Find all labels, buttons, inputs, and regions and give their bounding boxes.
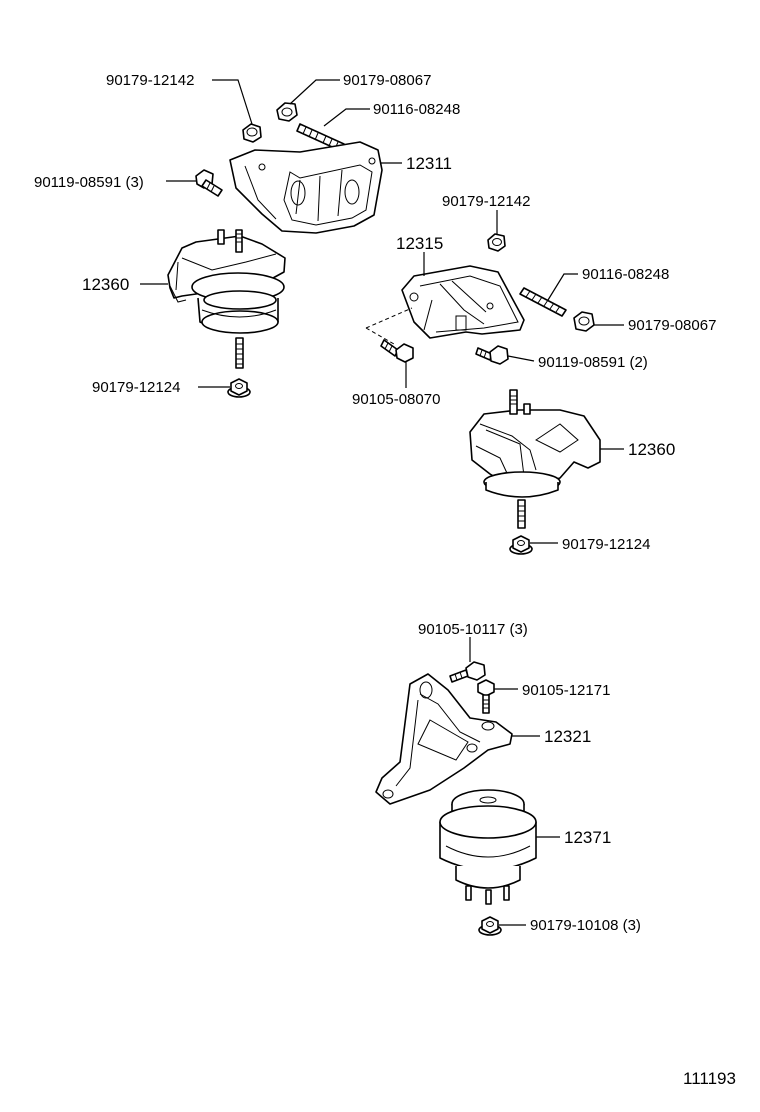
label-90105-12171: 90105-12171 (522, 682, 610, 699)
label-12321: 12321 (544, 727, 591, 746)
stud-bolt-90116-08248-b (519, 287, 567, 317)
flange-nut-90179-10108-3 (478, 916, 502, 936)
label-90116-08248-a: 90116-08248 (373, 101, 460, 118)
label-90119-08591-2: 90119-08591 (2) (538, 354, 648, 371)
flange-nut-90179-08067-b (573, 311, 595, 332)
label-90179-08067-a: 90179-08067 (343, 72, 431, 89)
flange-nut-90179-12124-b (509, 535, 533, 555)
label-90179-12142-a: 90179-12142 (106, 72, 194, 89)
label-12311: 12311 (406, 154, 452, 173)
flange-nut-90179-12142-a (242, 123, 262, 143)
label-90179-12124-b: 90179-12124 (562, 536, 650, 553)
bolt-90105-08070 (380, 339, 414, 363)
label-90105-10117-3: 90105-10117 (3) (418, 621, 528, 638)
label-90116-08248-b: 90116-08248 (582, 266, 669, 283)
label-90179-10108-3: 90179-10108 (3) (530, 917, 641, 934)
flange-nut-90179-08067-a (276, 102, 298, 122)
bolt-90105-10117-3 (449, 661, 486, 683)
label-90179-08067-b: 90179-08067 (628, 317, 716, 334)
label-12360-b: 12360 (628, 440, 675, 459)
label-12371: 12371 (564, 828, 611, 847)
assembly-dashed-line (365, 307, 413, 345)
label-90179-12124-a: 90179-12124 (92, 379, 180, 396)
mount-bracket-12321 (375, 673, 513, 805)
label-12315: 12315 (396, 234, 443, 253)
mount-bracket-12315 (401, 265, 525, 339)
label-90105-08070: 90105-08070 (352, 391, 440, 408)
flange-nut-90179-12124-a (227, 378, 251, 398)
bolt-90119-08591-2 (475, 345, 509, 365)
leader-lines (140, 79, 624, 926)
engine-mount-12371 (439, 789, 537, 905)
diagram-number: 111193 (683, 1069, 736, 1088)
mount-bracket-12311 (229, 141, 383, 234)
bolt-90105-12171 (477, 679, 495, 714)
bolt-90119-08591-3 (195, 169, 223, 197)
label-90119-08591-3: 90119-08591 (3) (34, 174, 144, 191)
label-90179-12142-b: 90179-12142 (442, 193, 530, 210)
engine-mount-12360-a (167, 229, 286, 369)
label-12360-a: 12360 (82, 275, 129, 294)
flange-nut-90179-12142-b (487, 233, 506, 252)
engine-mount-12360-b (469, 389, 601, 529)
